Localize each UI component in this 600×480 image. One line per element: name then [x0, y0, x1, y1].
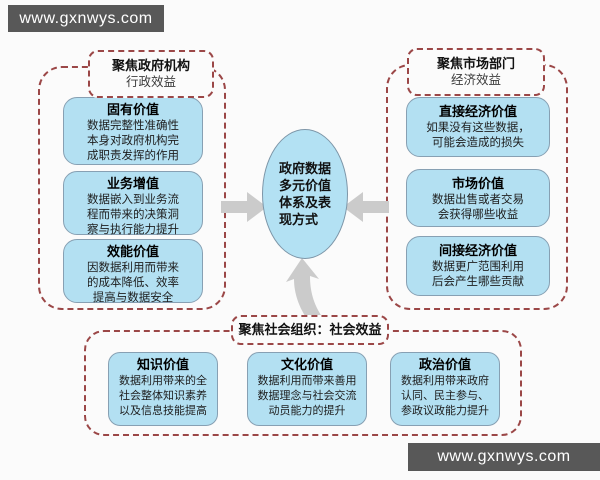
box-text-line: 数据利用带来政府 — [401, 375, 489, 387]
box-market-value: 市场价值 数据出售或者交易 会获得哪些收益 — [406, 169, 550, 227]
box-text-line: 可能会造成的损失 — [432, 137, 524, 149]
group-government-subtitle: 行政效益 — [125, 75, 176, 89]
box-title: 直接经济价值 — [438, 104, 517, 119]
box-text-line: 动员能力的提升 — [268, 405, 346, 417]
box-title: 市场价值 — [451, 176, 504, 191]
box-text-line: 会获得哪些收益 — [437, 209, 519, 221]
box-politics-value: 政治价值 数据利用带来政府 认同、民主参与、 参政议政能力提升 — [390, 352, 500, 426]
box-culture-value: 文化价值 数据利用而带来善用 数据理念与社会交流 动员能力的提升 — [247, 352, 367, 426]
box-title: 业务增值 — [106, 176, 159, 191]
box-text-line: 本身对政府机构完 — [87, 135, 179, 147]
group-government-title: 聚焦政府机构 — [111, 58, 190, 73]
group-market-title: 聚焦市场部门 — [436, 56, 515, 71]
center-text-line: 政府数据 — [278, 161, 331, 176]
arrow-right-icon — [221, 191, 267, 223]
center-text-line: 多元价值 — [278, 178, 331, 193]
group-market-header: 聚焦市场部门 经济效益 — [407, 48, 545, 96]
watermark-bottom-right: www.gxnwys.com — [408, 443, 600, 471]
box-text-line: 察与执行能力提升 — [87, 224, 179, 236]
box-title: 效能价值 — [106, 244, 159, 259]
box-text-line: 提高与数据安全 — [92, 292, 174, 304]
box-title: 固有价值 — [106, 102, 159, 117]
box-title: 文化价值 — [280, 357, 333, 372]
group-government-header: 聚焦政府机构 行政效益 — [88, 50, 214, 98]
box-text-line: 数据出售或者交易 — [432, 194, 524, 206]
box-text-line: 数据利用带来的全 — [119, 375, 207, 387]
box-title: 政治价值 — [418, 357, 471, 372]
box-title: 知识价值 — [136, 357, 189, 372]
group-society-title: 聚焦社会组织：社会效益 — [238, 322, 382, 337]
box-text-line: 以及信息技能提高 — [119, 405, 207, 417]
arrow-up-curved-icon — [284, 258, 340, 320]
box-text-line: 数据理念与社会交流 — [257, 390, 357, 402]
center-text-line: 现方式 — [278, 212, 318, 227]
watermark-top-left: www.gxnwys.com — [8, 5, 164, 32]
box-text-line: 参政议政能力提升 — [401, 405, 489, 417]
box-text-line: 社会整体知识素养 — [119, 390, 207, 402]
box-text-line: 的成本降低、效率 — [87, 277, 179, 289]
box-text-line: 数据嵌入到业务流 — [87, 194, 179, 206]
box-text-line: 数据更广范围利用 — [432, 261, 524, 273]
box-direct-economic-value: 直接经济价值 如果没有这些数据， 可能会造成的损失 — [406, 97, 550, 157]
box-text-line: 程而带来的决策洞 — [87, 209, 179, 221]
box-text-line: 成职责发挥的作用 — [87, 150, 179, 162]
box-text-line: 后会产生哪些贡献 — [432, 276, 524, 288]
box-text-line: 如果没有这些数据， — [426, 122, 530, 134]
box-inherent-value: 固有价值 数据完整性准确性 本身对政府机构完 成职责发挥的作用 — [63, 97, 203, 165]
group-market-subtitle: 经济效益 — [450, 73, 501, 87]
box-text-line: 数据完整性准确性 — [87, 120, 179, 132]
box-title: 间接经济价值 — [438, 243, 517, 258]
center-ellipse-text: 政府数据 多元价值 体系及表 现方式 — [279, 160, 331, 228]
box-business-value: 业务增值 数据嵌入到业务流 程而带来的决策洞 察与执行能力提升 — [63, 171, 203, 236]
box-knowledge-value: 知识价值 数据利用带来的全 社会整体知识素养 以及信息技能提高 — [108, 352, 218, 426]
box-text-line: 数据利用而带来善用 — [257, 375, 357, 387]
box-text-line: 认同、民主参与、 — [401, 390, 489, 402]
box-indirect-economic-value: 间接经济价值 数据更广范围利用 后会产生哪些贡献 — [406, 236, 550, 296]
arrow-left-icon — [343, 191, 389, 223]
group-society-header: 聚焦社会组织：社会效益 — [231, 315, 389, 345]
box-text-line: 因数据利用而带来 — [87, 262, 179, 274]
center-ellipse: 政府数据 多元价值 体系及表 现方式 — [262, 129, 348, 259]
center-text-line: 体系及表 — [278, 195, 331, 210]
box-efficiency-value: 效能价值 因数据利用而带来 的成本降低、效率 提高与数据安全 — [63, 239, 203, 304]
